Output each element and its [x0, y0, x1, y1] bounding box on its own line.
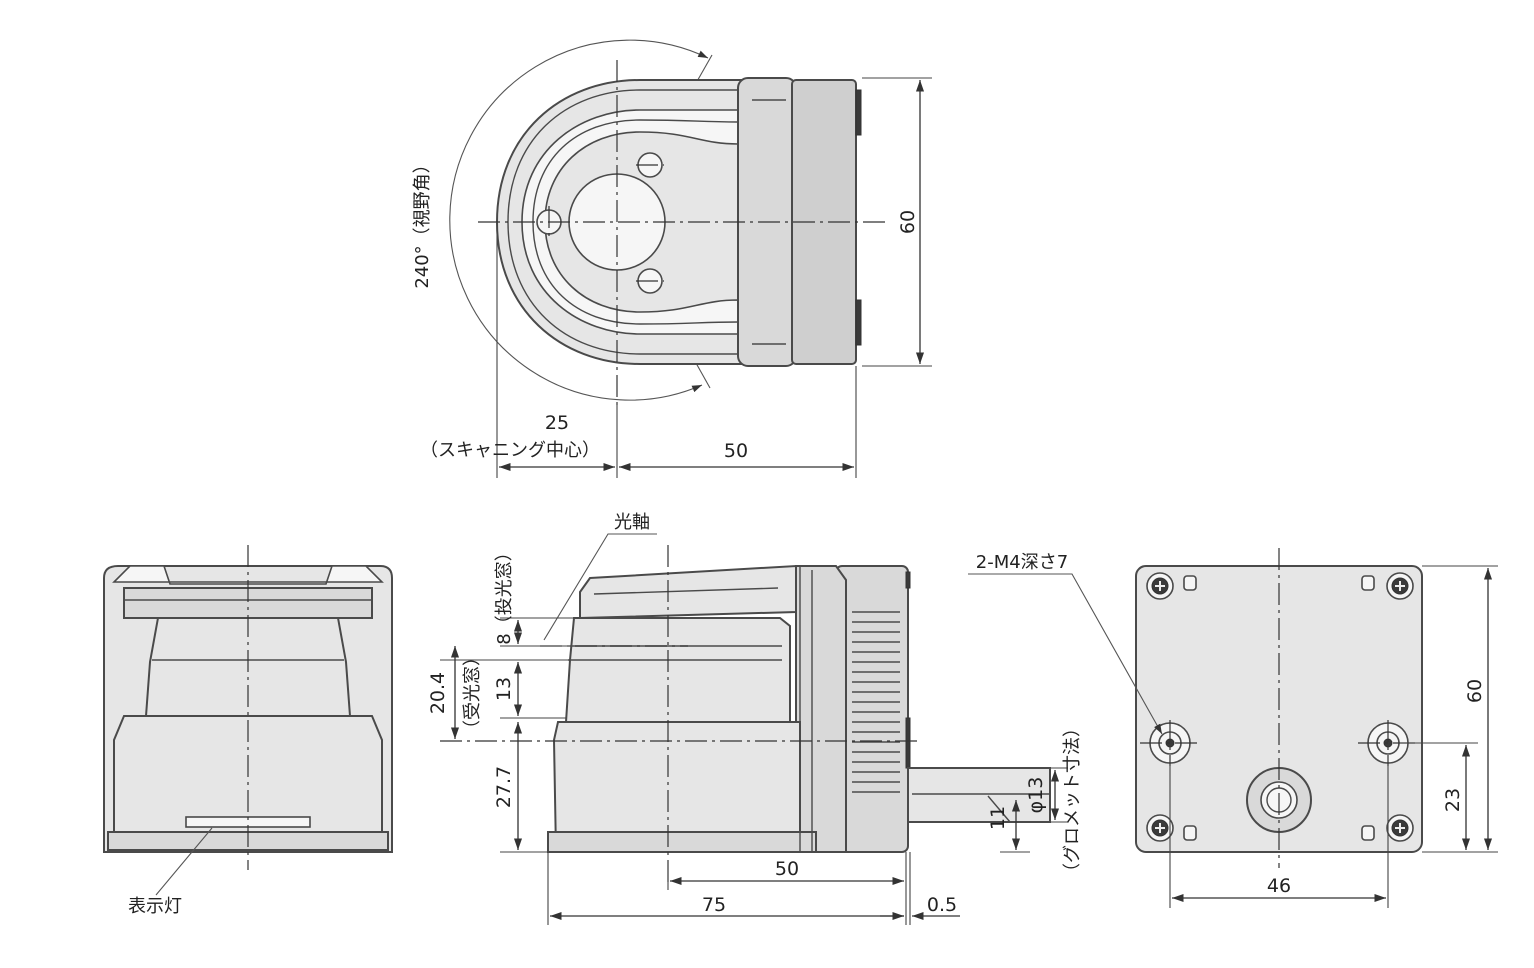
dim-receiver-total: 20.4 — [427, 672, 449, 714]
dim-cable-height: 11 — [987, 806, 1009, 830]
dim-emitter-window: 8（投光窓） — [494, 543, 515, 644]
dim-depth-50: 50 — [724, 440, 748, 462]
scan-angle-label: 240°（視野角） — [412, 155, 433, 288]
dim-height-60: 60 — [897, 210, 919, 234]
top-view: 60 25 （スキャニング中心） 50 240°（視野角） — [412, 39, 932, 478]
dim-length-75: 75 — [702, 894, 726, 916]
dim-receiver-window: 13 — [493, 677, 515, 701]
scan-angle-arc — [449, 39, 709, 401]
dim-gap-05: 0.5 — [927, 894, 957, 916]
dim-receiver-note: （受光窓） — [462, 648, 483, 738]
side-view: 光軸 8（投光窓） 13 20.4 （受光窓） 27.7 φ13 11 （グロメ… — [427, 512, 1083, 925]
dim-cable-diameter: φ13 — [1025, 777, 1047, 814]
rear-view: 2-M4深さ7 60 23 46 — [968, 548, 1498, 908]
hole-spec-label: 2-M4深さ7 — [976, 552, 1068, 573]
rear-dim-height-60: 60 — [1464, 679, 1486, 703]
screw-icon — [1386, 572, 1414, 600]
rear-dim-hole-23: 23 — [1442, 788, 1464, 812]
indicator-label: 表示灯 — [128, 896, 182, 917]
screw-icon — [1386, 814, 1414, 842]
screw-icon — [1146, 572, 1174, 600]
front-view: 表示灯 — [103, 545, 393, 917]
dim-depth-50-side: 50 — [775, 858, 799, 880]
dim-base-height: 27.7 — [493, 766, 515, 808]
dim-scan-center-note: （スキャニング中心） — [420, 440, 600, 461]
rear-dim-pitch-46: 46 — [1267, 875, 1291, 897]
optical-axis-label: 光軸 — [614, 512, 650, 533]
dim-scan-center-value: 25 — [545, 412, 569, 434]
screw-icon — [1146, 814, 1174, 842]
dim-grommet-note: （グロメット寸法） — [1062, 719, 1083, 881]
